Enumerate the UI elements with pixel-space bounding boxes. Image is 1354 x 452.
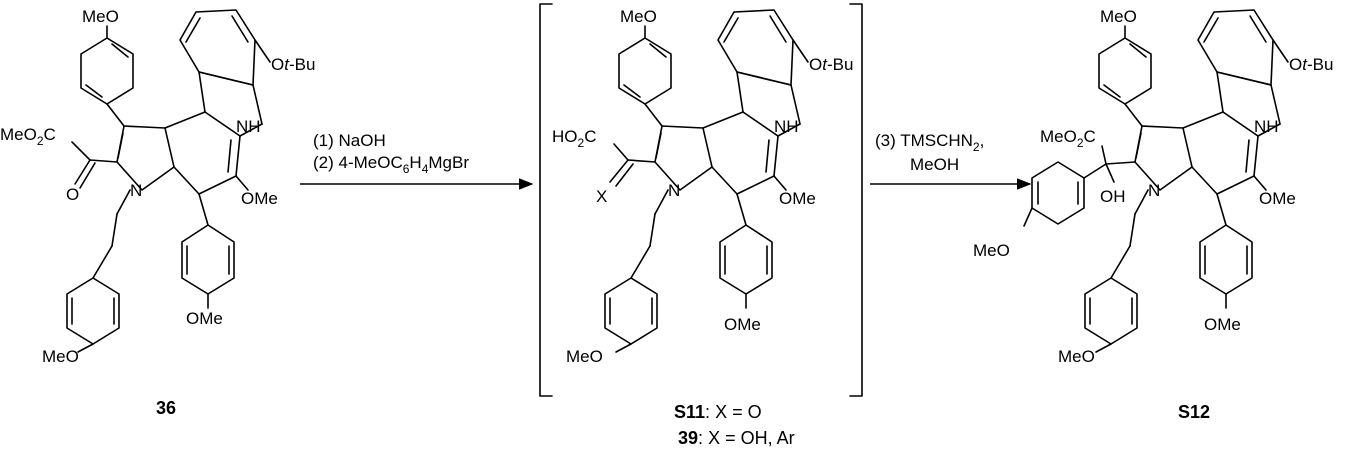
compound-s12-ester: MeO2C	[1040, 127, 1096, 150]
compound-36-nh: NH	[236, 117, 261, 136]
right-bracket	[849, 3, 863, 397]
compound-s12-number: S12	[1178, 402, 1210, 422]
compound-s12-meo-top: MeO	[1100, 7, 1137, 26]
compound-39-caption: 39: X = OH, Ar	[678, 428, 795, 448]
compound-s12-meo-aryl: MeO	[973, 241, 1010, 260]
compound-36-bonds	[66, 9, 271, 353]
compound-s11-ome-right: OMe	[779, 189, 816, 208]
compound-s11-x: X	[596, 187, 607, 206]
compound-36-meo-top: MeO	[82, 7, 119, 26]
arrow-2-step-3: (3) TMSCHN2,	[875, 131, 984, 154]
arrow-1-step-2: (2) 4-MeOC6H4MgBr	[313, 153, 469, 176]
compound-s12-structure: MeO Ot-Bu NH MeO2C OH MeO N OMe OMe MeO	[973, 7, 1333, 366]
compound-s11-caption: S11: X = O	[674, 402, 762, 422]
compound-s11-acid: HO2C	[552, 127, 596, 150]
compound-36-number: 36	[156, 398, 176, 418]
compound-s11-n: N	[668, 181, 680, 200]
compound-s11-meo-bottom: MeO	[566, 347, 603, 366]
arrow-1-step-1: (1) NaOH	[313, 131, 386, 150]
compound-36-ester: MeO2C	[0, 125, 56, 148]
compound-s11-nh: NH	[774, 117, 799, 136]
compound-s12-otbu: Ot-Bu	[1289, 55, 1333, 74]
compound-36-keto-o: O	[66, 185, 79, 204]
compound-s11-bonds	[604, 9, 809, 353]
compound-s12-meo-bottom: MeO	[1058, 347, 1095, 366]
compound-s12-ome-bottom: OMe	[1204, 315, 1241, 334]
compound-s12-bonds	[1023, 9, 1289, 353]
compound-s11-otbu: Ot-Bu	[809, 55, 853, 74]
compound-36-ome-right: OMe	[241, 189, 278, 208]
compound-36-meo-bottom: MeO	[42, 347, 79, 366]
compound-s12-oh: OH	[1100, 187, 1126, 206]
compound-s12-nh: NH	[1254, 117, 1279, 136]
compound-s12-ome-right: OMe	[1259, 189, 1296, 208]
arrow-2-step-3-solvent: MeOH	[910, 155, 959, 174]
compound-36-structure: MeO Ot-Bu NH MeO2C O N OMe OMe MeO	[0, 7, 315, 366]
left-bracket	[539, 3, 553, 397]
compound-s12-n: N	[1148, 181, 1160, 200]
compound-s11-structure: MeO Ot-Bu NH HO2C X N OMe OMe MeO	[552, 7, 853, 366]
compound-36-n: N	[130, 181, 142, 200]
compound-36-otbu: Ot-Bu	[271, 55, 315, 74]
compound-36-ome-bottom: OMe	[186, 309, 223, 328]
compound-s11-meo-top: MeO	[620, 7, 657, 26]
compound-s11-ome-bottom: OMe	[724, 315, 761, 334]
